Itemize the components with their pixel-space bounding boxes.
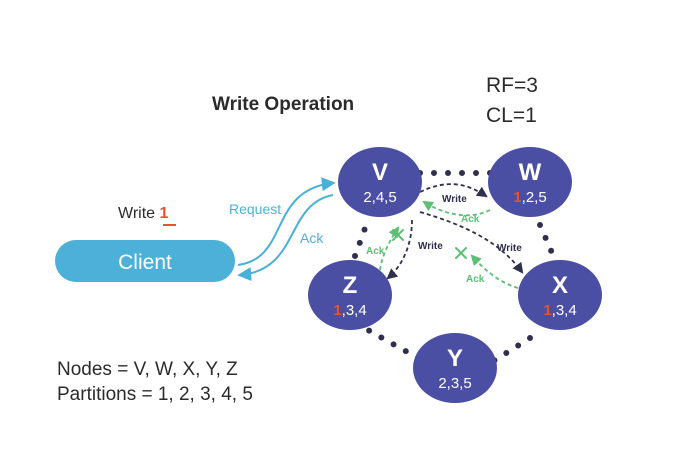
ack-label-w-v: Ack bbox=[461, 214, 480, 225]
write-label-v-w: Write bbox=[442, 194, 467, 205]
legend-partitions: Partitions = 1, 2, 3, 4, 5 bbox=[57, 384, 253, 405]
node-z[interactable]: Z 1,3,4 bbox=[308, 260, 392, 330]
write-label-v-z: Write bbox=[418, 241, 443, 252]
client-ack-arrow bbox=[237, 194, 334, 282]
consistency-level-label: CL=1 bbox=[486, 104, 537, 127]
write-label-v-x: Write bbox=[497, 243, 522, 254]
node-y-name: Y bbox=[447, 345, 463, 372]
node-x-name: X bbox=[552, 272, 568, 299]
ack-label-z-v: Ack bbox=[366, 246, 385, 257]
node-x-partitions: 1,3,4 bbox=[543, 302, 576, 319]
node-w[interactable]: W 1,2,5 bbox=[488, 147, 572, 217]
ring-w-x bbox=[537, 222, 559, 265]
ack-arrow-z-v bbox=[379, 226, 400, 271]
node-v-partitions: 2,4,5 bbox=[363, 189, 396, 206]
node-y-partitions: 2,3,5 bbox=[438, 375, 471, 392]
client-ack-label: Ack bbox=[300, 230, 324, 246]
node-v-name: V bbox=[372, 159, 388, 186]
failed-ack-x-icon-z-v bbox=[392, 229, 404, 241]
replication-factor-label: RF=3 bbox=[486, 74, 538, 97]
node-z-partitions: 1,3,4 bbox=[333, 302, 366, 319]
write-arrow-v-w bbox=[419, 183, 488, 198]
node-w-partitions: 1,2,5 bbox=[513, 189, 546, 206]
node-y[interactable]: Y 2,3,5 bbox=[413, 333, 497, 403]
client-write-label: Write 1 bbox=[118, 205, 168, 222]
ring-y-z bbox=[365, 327, 421, 361]
node-z-name: Z bbox=[343, 272, 358, 299]
failed-ack-x-icon-x-v bbox=[455, 247, 467, 259]
legend-nodes: Nodes = V, W, X, Y, Z bbox=[57, 359, 238, 380]
ack-arrow-x-v bbox=[470, 254, 519, 289]
client-label: Client bbox=[118, 251, 172, 274]
request-arrow bbox=[237, 177, 336, 266]
ack-label-x-v: Ack bbox=[466, 274, 485, 285]
ring-connections bbox=[352, 170, 559, 365]
client-box[interactable] bbox=[55, 240, 235, 282]
diagram-title: Write Operation bbox=[212, 94, 354, 115]
request-label: Request bbox=[229, 201, 281, 217]
write-arrow-v-x bbox=[419, 211, 524, 274]
write-arrow-v-z bbox=[386, 219, 413, 280]
node-v[interactable]: V 2,4,5 bbox=[338, 147, 422, 217]
ring-x-y bbox=[489, 335, 533, 365]
node-w-name: W bbox=[519, 159, 542, 186]
node-x[interactable]: X 1,3,4 bbox=[518, 260, 602, 330]
